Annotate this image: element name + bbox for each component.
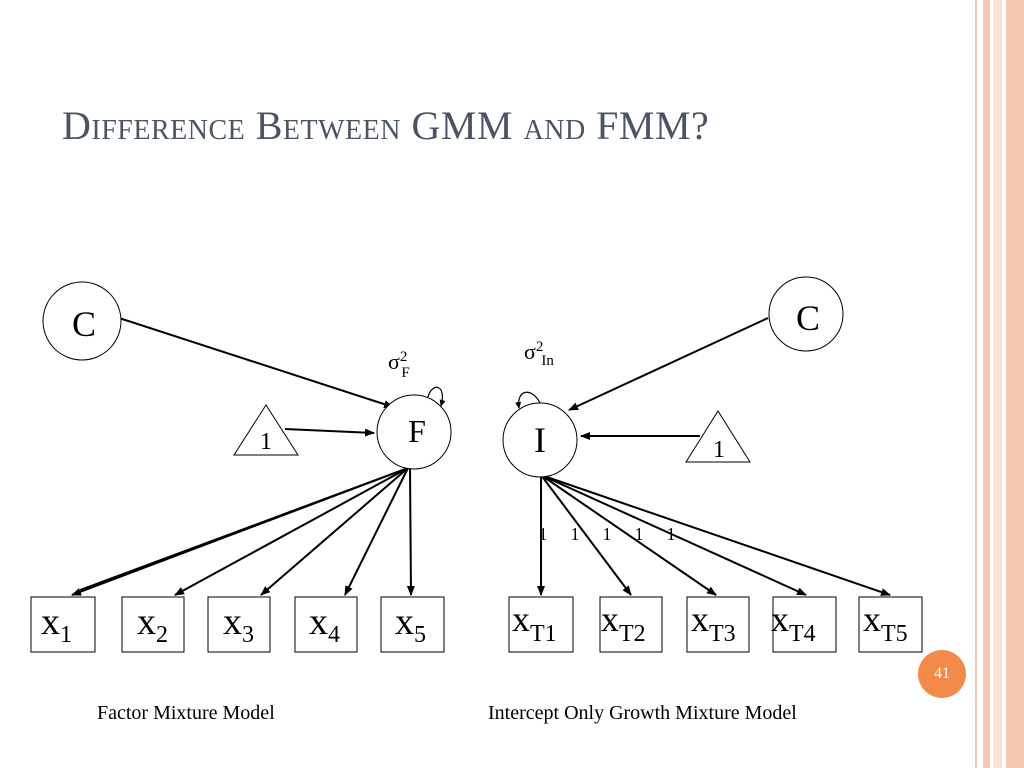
gmm-variance-loop xyxy=(515,391,541,409)
gmm-class-label: C xyxy=(796,298,820,338)
fmm-loading-path-4 xyxy=(344,467,409,596)
gmm-loading-path-5 xyxy=(540,474,891,596)
gmm-loading-path-2 xyxy=(540,474,632,596)
gmm-loading-label: 1 xyxy=(539,524,548,544)
fmm-loading-path-3 xyxy=(260,467,409,596)
gmm-class-path xyxy=(568,317,769,411)
gmm-loading-path-3 xyxy=(540,474,717,596)
gmm-class-node xyxy=(768,276,844,352)
fmm-indicator: x1 xyxy=(30,596,96,653)
fmm-caption: Factor Mixture Model xyxy=(97,702,275,724)
decor-stripe xyxy=(993,0,1002,768)
gmm-constant-label: 1 xyxy=(713,437,725,463)
fmm-factor-label: F xyxy=(408,413,426,449)
decor-stripe xyxy=(983,0,990,768)
fmm-class-node xyxy=(42,281,122,361)
fmm-factor-node xyxy=(376,394,452,470)
fmm-loading-path-2 xyxy=(174,467,409,596)
fmm-class-label: C xyxy=(72,304,96,344)
fmm-constant-triangle xyxy=(233,404,299,456)
fmm-indicator: x2 xyxy=(121,596,185,653)
svg-text:x5: x5 xyxy=(395,601,426,648)
svg-text:xT2: xT2 xyxy=(601,599,646,647)
slide-title: Difference Between GMM and FMM? xyxy=(62,103,710,148)
fmm-indicator: x3 xyxy=(207,596,271,653)
fmm-variance-loop xyxy=(427,386,446,407)
gmm-loading-label: 1 xyxy=(603,524,612,544)
fmm-constant-path xyxy=(284,428,375,437)
svg-text:x2: x2 xyxy=(137,601,168,648)
gmm-loading-label: 1 xyxy=(635,524,644,544)
svg-text:x3: x3 xyxy=(223,601,254,648)
gmm-indicator: xT4 xyxy=(771,596,837,653)
svg-text:xT3: xT3 xyxy=(691,599,736,647)
gmm-caption: Intercept Only Growth Mixture Model xyxy=(488,702,797,724)
gmm-loading-label: 1 xyxy=(571,524,580,544)
fmm-loading-path-5 xyxy=(406,467,415,596)
page-number-badge: 41 xyxy=(918,650,966,698)
svg-text:xT5: xT5 xyxy=(863,599,908,647)
fmm-indicator: x5 xyxy=(380,596,445,653)
svg-text:xT1: xT1 xyxy=(512,599,557,647)
fmm-constant-label: 1 xyxy=(260,429,272,455)
svg-text:x4: x4 xyxy=(309,601,340,648)
fmm-class-path xyxy=(118,317,394,409)
fmm-loading-path-1b xyxy=(79,467,409,591)
decor-stripe xyxy=(975,0,977,768)
gmm-loading-label: 1 xyxy=(667,524,676,544)
svg-text:xT4: xT4 xyxy=(771,599,816,647)
gmm-indicator: xT1 xyxy=(508,596,574,653)
gmm-constant-triangle xyxy=(685,410,751,463)
gmm-indicator: xT2 xyxy=(599,596,663,653)
gmm-indicator: xT5 xyxy=(858,596,923,653)
gmm-loading-path-4 xyxy=(540,474,807,596)
svg-text:x1: x1 xyxy=(41,601,72,648)
gmm-intercept-label: I xyxy=(534,420,546,460)
decor-stripe xyxy=(1006,0,1024,768)
fmm-indicator: x4 xyxy=(294,596,358,653)
gmm-indicator: xT3 xyxy=(686,596,750,653)
